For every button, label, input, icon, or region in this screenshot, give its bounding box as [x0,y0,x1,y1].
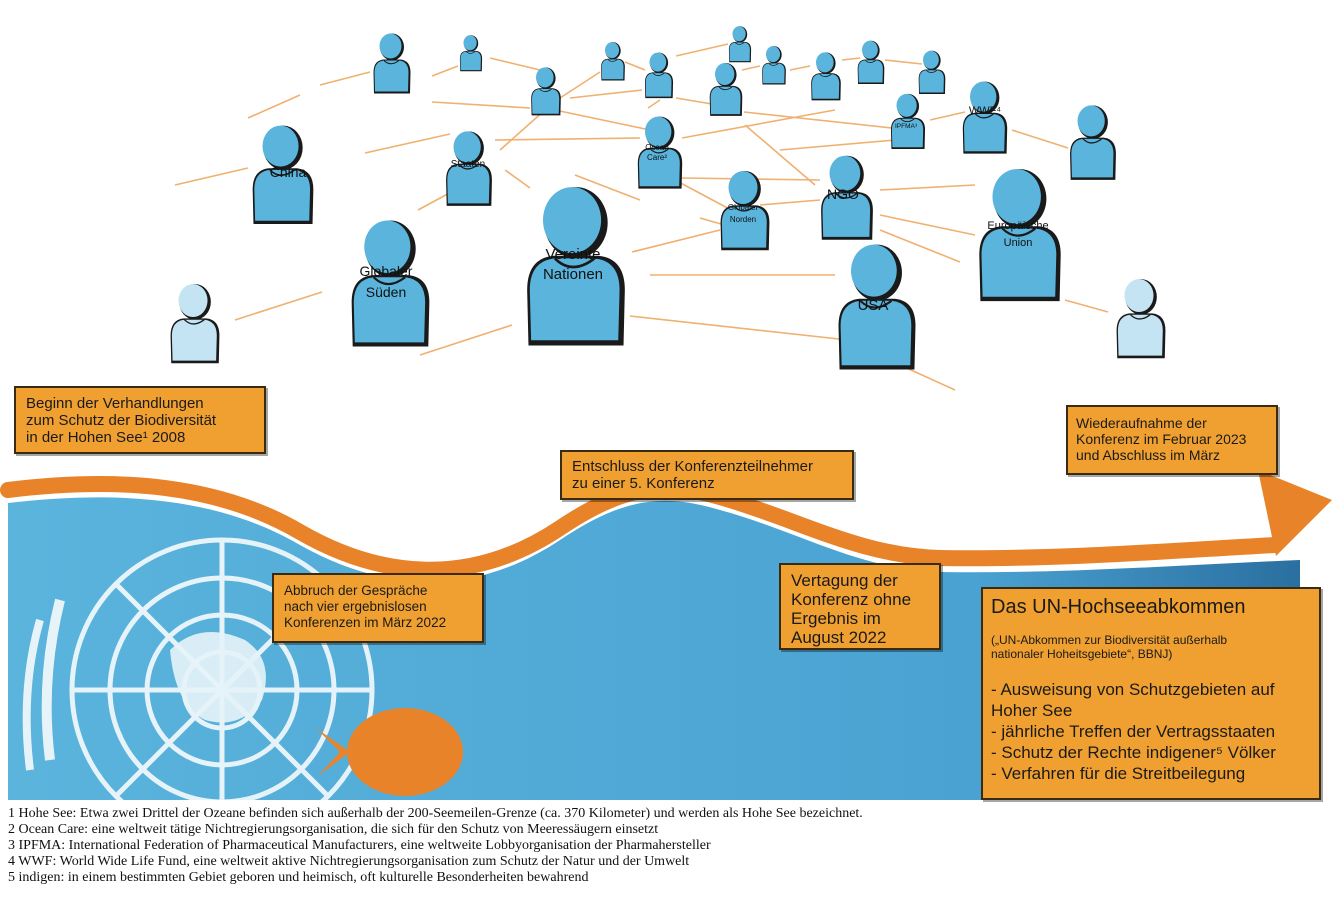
timeline-text-resume: Wiederaufnahme der Konferenz im Februar … [1076,415,1247,463]
person-icon [709,62,743,117]
timeline-box-abbruch: Abbruch der Gespräche nach vier ergebnis… [272,573,484,643]
footnote: 3 IPFMA: International Federation of Pha… [8,838,711,853]
agreement-points: - Ausweisung von Schutzgebieten auf Hohe… [991,679,1311,784]
network-actors [169,25,1167,371]
person-icon-ipfma [890,93,926,150]
label-ipfma: IPFMA³ [895,123,918,130]
label-globaler-sueden-2: Süden [366,284,406,300]
timeline-text-vertagung: Vertagung der Konferenz ohne Ergebnis im… [791,571,912,647]
label-vereinte-nationen-1: Vereinte [545,246,600,263]
person-icon [372,32,412,95]
person-icon [918,50,946,95]
timeline-box-resume: Wiederaufnahme der Konferenz im Februar … [1066,405,1278,475]
label-wwf: WWF⁴ [969,105,1001,117]
person-icon-wwf [962,80,1008,155]
footnote: 5 indigen: in einem bestimmten Gebiet ge… [8,870,589,885]
label-china: China [270,164,307,180]
person-icon [1069,104,1117,181]
person-icon [728,25,752,63]
network-lines [174,43,1109,391]
timeline-box-fifth-conference: Entschluss der Konferenzteilnehmer zu ei… [560,450,854,500]
footnote: 4 WWF: World Wide Life Fund, eine weltwe… [8,854,690,869]
agreement-point: - jährliche Treffen der Vertragsstaaten [991,722,1276,741]
agreement-point: - Ausweisung von Schutzgebieten auf Hohe… [991,680,1275,720]
person-icon [810,51,842,101]
agreement-title: Das UN-Hochseeabkommen [991,596,1246,618]
person-icon-faded [1115,278,1167,359]
person-icon [857,40,885,85]
timeline-box-start: Beginn der Verhandlungen zum Schutz der … [14,386,266,454]
label-usa: USA [858,297,889,314]
timeline-box-vertagung: Vertagung der Konferenz ohne Ergebnis im… [779,563,941,650]
fish-icon [316,708,463,796]
label-ngo: NGO [827,186,859,202]
agreement-point: - Schutz der Rechte indigener⁵ Völker [991,743,1276,762]
person-icon-eu [978,167,1062,303]
person-icon-faded [169,283,221,364]
timeline-text-start: Beginn der Verhandlungen zum Schutz der … [26,395,217,446]
person-icon [600,41,626,81]
label-eu-2: Union [1004,237,1033,249]
footnotes: 1 Hohe See: Etwa zwei Drittel der Ozeane… [8,806,1318,886]
label-eu-1: Europäische [987,220,1048,232]
timeline-text-fifth-conference: Entschluss der Konferenzteilnehmer zu ei… [572,458,813,492]
label-globaler-norden-1: Globaler [728,203,759,212]
actor-labels: China Staaten Ocean Care² IPFMA³ WWF⁴ Gl… [270,105,1049,314]
person-icon [644,52,674,99]
label-vereinte-nationen-2: Nationen [543,266,603,283]
label-ocean-care-1: Ocean [645,143,669,152]
label-globaler-sueden-1: Globaler [360,263,413,279]
person-icon [530,66,562,116]
label-staaten: Staaten [451,159,485,170]
footnote: 2 Ocean Care: eine weltweit tätige Nicht… [8,822,659,837]
person-icon [761,45,787,85]
agreement-subtitle: („UN-Abkommen zur Biodiversität außerhal… [991,633,1228,661]
label-globaler-norden-2: Norden [730,215,756,224]
footnote: 1 Hohe See: Etwa zwei Drittel der Ozeane… [8,806,863,821]
label-ocean-care-2: Care² [647,153,667,162]
agreement-box: Das UN-Hochseeabkommen („UN-Abkommen zur… [981,587,1321,800]
timeline-text-abbruch: Abbruch der Gespräche nach vier ergebnis… [284,583,447,630]
person-icon [459,34,483,72]
agreement-point: - Verfahren für die Streitbeilegung [991,764,1246,783]
